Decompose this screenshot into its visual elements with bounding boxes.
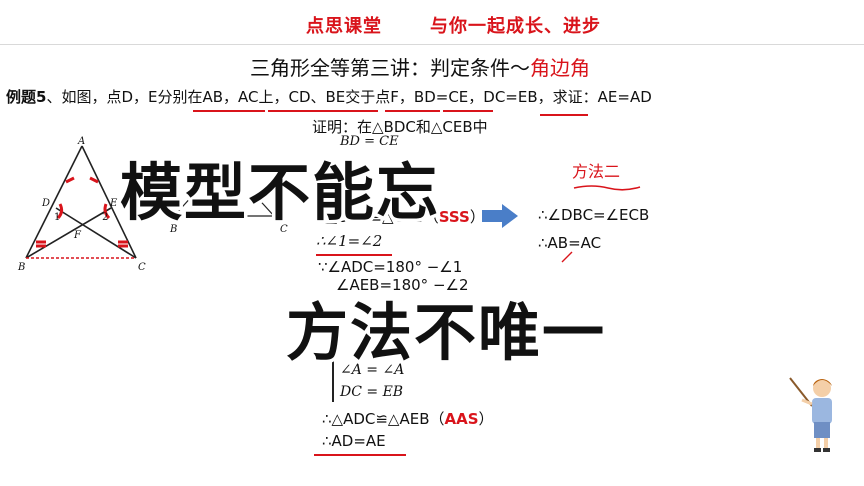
proof-line-3: ∵∠ADC=180° −∠1 (318, 258, 463, 276)
small-triangle-figure: B C (169, 193, 288, 235)
proof-sss: SSS (438, 208, 470, 226)
proof-line-8: ∴AD=AE (322, 432, 386, 450)
teacher-illustration-icon (789, 377, 832, 452)
label-F: F (73, 230, 82, 241)
overlay-caption-2: 方法不唯一 (282, 293, 607, 373)
proof-line-1: ∴△BDC≌△CEB（SSS） (316, 206, 485, 227)
proof-brace (332, 350, 334, 402)
small-label-B: B (169, 224, 177, 235)
small-label-C: C (280, 224, 288, 235)
proof-line-5: ∠A = ∠A (340, 362, 405, 378)
underline-ae-ad (540, 114, 588, 116)
problem-statement: 例题5、如图，点D，E分别在AB，AC上，CD、BE交于点F，BD=CE，DC=… (6, 86, 652, 107)
right-arrow-icon (482, 204, 518, 228)
proof-line-7-end: ） (478, 410, 494, 428)
label-B: B (17, 262, 25, 273)
header-bar (0, 0, 864, 45)
proof-line-7: ∴△ADC≌△AEB（AAS） (322, 408, 494, 429)
underline-bd-ce (385, 110, 440, 112)
lesson-title: 三角形全等第三讲：判定条件～角边角 (250, 52, 590, 81)
proof-aas: AAS (444, 410, 479, 428)
proof-line-1-end: ） (469, 208, 485, 226)
underline-angle1-angle2 (316, 254, 392, 256)
label-angle-1: 1 (54, 212, 60, 223)
lesson-title-main: 三角形全等第三讲：判定条件～ (250, 56, 530, 80)
underline-dc-eb (443, 110, 493, 112)
label-D: D (41, 198, 50, 209)
proof-line-0: 证明：在△BDC和△CEB中 (312, 118, 488, 136)
label-angle-2: 2 (102, 212, 108, 223)
lesson-title-highlight: 角边角 (530, 56, 590, 80)
method2-line-1: ∴∠DBC=∠ECB (538, 206, 650, 224)
underline-ad-ae (314, 454, 406, 456)
overlay-caption-1: 模型不能忘 (116, 153, 441, 233)
underline-cd-be (268, 110, 378, 112)
underline-ab-ac (193, 110, 265, 112)
proof-line-6: DC = EB (340, 384, 404, 400)
label-C: C (138, 262, 146, 273)
brand-name: 点思课堂 (306, 16, 382, 37)
problem-text: 、如图，点D，E分别在AB，AC上，CD、BE交于点F，BD=CE，DC=EB，… (46, 88, 652, 106)
method2-title: 方法二 (572, 162, 621, 181)
pen-mark-icon (561, 251, 573, 263)
proof-line-7-text: ∴△ADC≌△AEB（ (322, 410, 445, 428)
label-A: A (77, 136, 85, 147)
method2-line-2: ∴AB=AC (538, 234, 602, 252)
label-E: E (109, 198, 118, 209)
brand-slogan: 与你一起成长、进步 (430, 16, 601, 37)
proof-line-1-text: ∴△BDC≌△CEB（ (316, 208, 439, 226)
proof-line-4: ∠AEB=180° −∠2 (336, 276, 469, 294)
proof-line-2: ∴∠1=∠2 (316, 232, 383, 250)
problem-label: 例题5 (6, 88, 47, 106)
proof-line-0b: BD = CE (340, 134, 399, 149)
method2-underline (573, 185, 641, 191)
triangle-figure: A D E 1 2 F B C (17, 136, 146, 273)
